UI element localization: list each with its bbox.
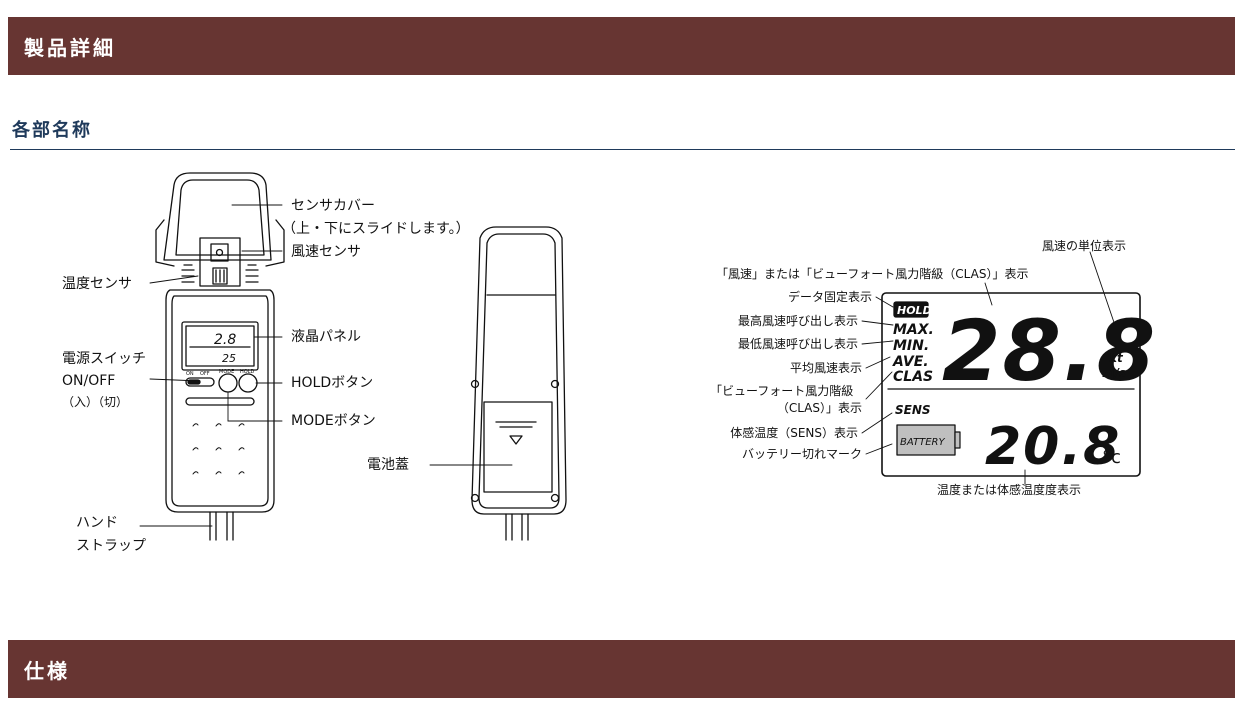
label-battery-cover: 電池蓋 — [367, 457, 409, 473]
device-hold-label: HOLD — [240, 369, 254, 375]
device-lcd-sub: 25 — [222, 352, 236, 365]
label-min-recall: 最低風速呼び出し表示 — [737, 337, 858, 351]
device-mode-label: MODE — [219, 369, 234, 375]
lcd-wind-value: 28.8 — [942, 302, 1157, 400]
label-battery-mark: バッテリー切れマーク — [741, 447, 862, 461]
label-temp-display: 温度または体感温度度表示 — [937, 483, 1082, 497]
label-wind-unit: 風速の単位表示 — [1042, 239, 1127, 253]
lcd-temp-value: 20.8 — [985, 417, 1121, 477]
label-temp-sensor: 温度センサ — [62, 276, 132, 292]
back-device-illustration — [470, 226, 567, 541]
label-sensor-cover: センサカバー — [291, 198, 375, 214]
label-beaufort-2: （CLAS）」表示 — [776, 401, 862, 415]
label-sensor-cover-note: （上・下にスライドします。） — [282, 221, 470, 237]
banner-product-details: 製品詳細 — [8, 17, 1235, 75]
label-data-hold: データ固定表示 — [787, 290, 872, 304]
lcd-temp-unit: °c — [1102, 447, 1121, 468]
lcd-sens: SENS — [895, 403, 931, 417]
lcd-battery: BATTERY — [900, 437, 945, 448]
device-lcd-main: 2.8 — [214, 332, 236, 348]
label-hand-strap-1: ハンド — [76, 515, 118, 531]
front-device-illustration — [155, 172, 285, 541]
label-lcd-panel: 液晶パネル — [291, 329, 361, 345]
heading-divider — [10, 149, 1235, 150]
device-on-label: ON — [186, 371, 194, 377]
lcd-ave: AVE. — [892, 354, 929, 370]
label-on-off: ON/OFF — [62, 373, 116, 389]
label-max-recall: 最高風速呼び出し表示 — [737, 314, 858, 328]
device-off-label: OFF — [200, 371, 210, 377]
lcd-max: MAX. — [893, 322, 934, 338]
label-beaufort-1: 「ビューフォート風力階級 — [710, 384, 854, 398]
banner-title: 仕様 — [24, 658, 70, 683]
label-wind-sensor: 風速センサ — [291, 244, 361, 260]
section-heading-parts: 各部名称 — [12, 120, 92, 141]
label-avg-wind: 平均風速表示 — [789, 361, 862, 375]
lcd-clas: CLAS — [893, 369, 933, 385]
label-mode-button: MODEボタン — [291, 413, 376, 429]
label-feels-like: 体感温度（SENS）表示 — [730, 426, 858, 440]
label-hand-strap-2: ストラップ — [76, 538, 146, 554]
lcd-unit-ms: m/s — [1102, 366, 1126, 380]
label-power-switch: 電源スイッチ — [62, 351, 146, 367]
label-on-off-note: （入）（切） — [62, 395, 129, 409]
banner-title: 製品詳細 — [24, 35, 116, 60]
label-hold-button: HOLDボタン — [291, 375, 374, 391]
label-wind-or-beaufort: 「風速」または「ビューフォート風力階級（CLAS）」表示 — [716, 267, 1029, 281]
lcd-unit-kt: kt — [1109, 351, 1124, 365]
banner-specs: 仕様 — [8, 640, 1235, 698]
lcd-enlarged-illustration — [881, 292, 1141, 477]
lcd-leader-lines — [861, 251, 1121, 485]
lcd-hold: HOLD — [897, 304, 932, 317]
lcd-min: MIN. — [893, 338, 929, 354]
front-leader-lines — [139, 204, 283, 527]
